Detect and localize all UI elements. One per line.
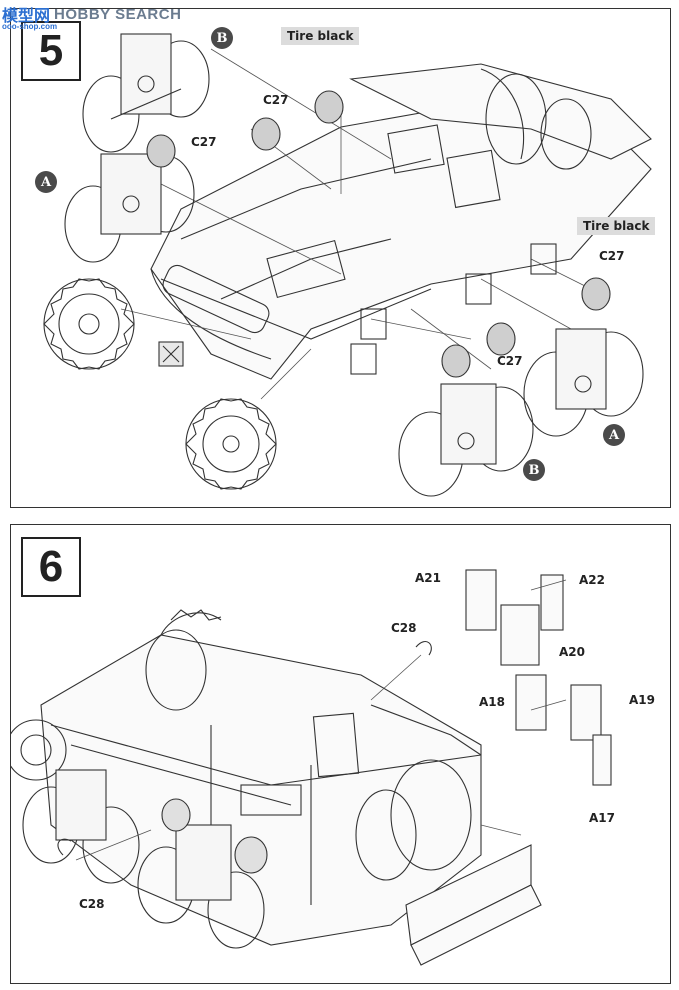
hull-assembly bbox=[40, 612, 482, 946]
part-label-a20: A20 bbox=[559, 645, 585, 659]
step-number: 6 bbox=[21, 537, 81, 597]
bogie-b-top bbox=[82, 33, 210, 153]
part-label-a18: A18 bbox=[479, 695, 505, 709]
part-label-a21: A21 bbox=[415, 571, 441, 585]
part-label-c27: C27 bbox=[497, 354, 523, 368]
part-label-c28: C28 bbox=[79, 897, 105, 911]
part-label-c27: C27 bbox=[263, 93, 289, 107]
ref-marker-a: A bbox=[603, 424, 625, 446]
ref-marker-a: A bbox=[35, 171, 57, 193]
tire-black-callout-right: Tire black bbox=[577, 217, 656, 235]
sprocket-bottom bbox=[185, 398, 277, 490]
bogie-left bbox=[22, 769, 140, 884]
ref-marker-b: B bbox=[211, 27, 233, 49]
bogie-b-bottom bbox=[398, 383, 534, 497]
hull-assembly bbox=[150, 63, 652, 380]
part-label-c27: C27 bbox=[599, 249, 625, 263]
guide-lines bbox=[120, 48, 592, 400]
step-6-panel: 6 bbox=[10, 524, 671, 984]
sprocket-left bbox=[43, 278, 135, 370]
step-number: 5 bbox=[21, 21, 81, 81]
bogie-center bbox=[137, 798, 268, 949]
step-5-diagram bbox=[43, 33, 652, 497]
step-5-panel: 5 bbox=[10, 8, 671, 508]
watermark-logo: 模型网 bbox=[2, 8, 51, 25]
suspension-brackets bbox=[350, 243, 557, 375]
no-glue-icon bbox=[158, 341, 184, 367]
guide-lines bbox=[75, 579, 567, 861]
watermark-text: HOBBY SEARCH bbox=[54, 5, 182, 23]
bogie-a-right bbox=[523, 328, 644, 437]
part-label-a17: A17 bbox=[589, 811, 615, 825]
part-label-c28: C28 bbox=[391, 621, 417, 635]
sprocket-top bbox=[170, 609, 222, 621]
watermark: 模型网 HOBBY SEARCH bbox=[2, 2, 181, 26]
side-panels bbox=[405, 569, 612, 966]
return-rollers bbox=[146, 90, 611, 378]
step-6-diagram bbox=[11, 569, 612, 966]
part-label-a19: A19 bbox=[629, 693, 655, 707]
part-label-c27: C27 bbox=[191, 135, 217, 149]
part-label-a22: A22 bbox=[579, 573, 605, 587]
sprocket-left bbox=[11, 719, 67, 781]
tire-black-callout-top: Tire black bbox=[281, 27, 360, 45]
ref-marker-b: B bbox=[523, 459, 545, 481]
c28-pin bbox=[57, 641, 432, 856]
watermark-url: ooo-shop.com bbox=[2, 22, 58, 31]
